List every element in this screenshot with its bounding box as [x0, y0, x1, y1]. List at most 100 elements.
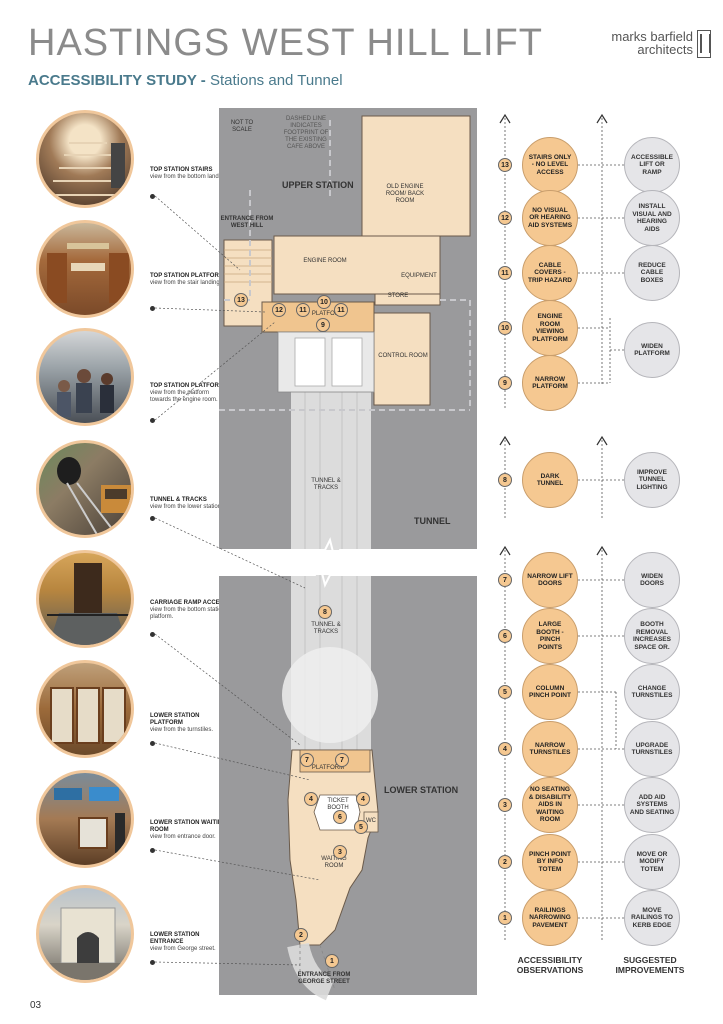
people-photo-icon [57, 369, 114, 417]
tunnel-tracks-lower-label: TUNNEL & TRACKS [311, 622, 341, 635]
obs-badge-4: 4 [498, 742, 512, 756]
plan-scale-note: NOT TO SCALE [230, 120, 254, 133]
observation-4: NARROW TURNSTILES [522, 721, 578, 777]
old-engine-label: OLD ENGINE ROOM/ BACK ROOM [385, 184, 425, 204]
plan-badge-3: 3 [333, 845, 347, 859]
observations-column-label: ACCESSIBILITY OBSERVATIONS [516, 955, 584, 975]
engine-room [273, 235, 441, 295]
photo-lower-waiting [36, 770, 134, 868]
photo-dot-1 [150, 194, 155, 199]
plan-badge-4b: 4 [356, 792, 370, 806]
brand-logo: marks barfield architects [611, 29, 711, 58]
improvement-lift-ramp: ACCESSIBLE LIFT OR RAMP [624, 137, 680, 193]
obs-badge-11: 11 [498, 266, 512, 280]
cafe-footprint-dashed [219, 120, 471, 411]
obs-badge-5: 5 [498, 685, 512, 699]
plan-badge-10: 10 [317, 295, 331, 309]
obs-badge-8: 8 [498, 473, 512, 487]
photo-dot-6 [150, 741, 155, 746]
entrance-path [287, 942, 335, 1001]
plan-badge-11b: 11 [334, 303, 348, 317]
winding-drum-right [331, 337, 363, 387]
waiting-room-photo-icon [54, 787, 125, 853]
photo-top-stairs [36, 110, 134, 208]
improvement-move-railings: MOVE RAILINGS TO KERB EDGE [624, 890, 680, 946]
stair-treads [224, 249, 272, 283]
photo-dot-7 [150, 848, 155, 853]
upper-track-lines [304, 392, 358, 550]
improvement-cable-boxes: REDUCE CABLE BOXES [624, 245, 680, 301]
improvement-widen-doors: WIDEN DOORS [624, 552, 680, 608]
improvement-change-turnstiles: CHANGE TURNSTILES [624, 664, 680, 720]
obs-badge-12: 12 [498, 211, 512, 225]
upper-station-label: UPPER STATION [282, 180, 354, 190]
platform-upper-label: PLATFORM [311, 311, 345, 317]
improvement-upgrade-turnstiles: UPGRADE TURNSTILES [624, 721, 680, 777]
improvements-column-label: SUGGESTED IMPROVEMENTS [615, 955, 685, 975]
plan-badge-2: 2 [294, 928, 308, 942]
page-subtitle: ACCESSIBILITY STUDY - Stations and Tunne… [28, 72, 343, 89]
photo-dot-8 [150, 960, 155, 965]
brand-line1: marks barfield [611, 29, 693, 44]
obs-badge-13: 13 [498, 158, 512, 172]
observation-7: NARROW LIFT DOORS [522, 552, 578, 608]
photo-dot-2 [150, 306, 155, 311]
subtitle-bold: ACCESSIBILITY STUDY - [28, 72, 206, 89]
lower-station-label: LOWER STATION [384, 785, 459, 795]
photo-dot-5 [150, 632, 155, 637]
wc-label: WC [366, 818, 376, 824]
photo-dot-4 [150, 516, 155, 521]
stairs-photo-icon [47, 142, 129, 196]
arrow-heads [499, 113, 608, 556]
improvement-widen-platform: WIDEN PLATFORM [624, 322, 680, 378]
plan-badge-7b: 7 [335, 753, 349, 767]
observation-11: CABLE COVERS - TRIP HAZARD [522, 245, 578, 301]
plan-badge-5: 5 [354, 820, 368, 834]
improvement-visual-aids: INSTALL VISUAL AND HEARING AIDS [624, 190, 680, 246]
photo-tunnel-tracks [36, 440, 134, 538]
improvement-modify-totem: MOVE OR MODIFY TOTEM [624, 834, 680, 890]
obs-badge-10: 10 [498, 321, 512, 335]
plan-badge-9: 9 [316, 318, 330, 332]
observation-8: DARK TUNNEL [522, 452, 578, 508]
plan-badge-13: 13 [234, 293, 248, 307]
improvement-booth-removal: BOOTH REMOVAL INCREASES SPACE OR. [624, 608, 680, 664]
ramp-photo-icon [47, 563, 129, 645]
observation-1: RAILINGS NARROWING PAVEMENT [522, 890, 578, 946]
photo-top-platform-people [36, 328, 134, 426]
brand-line2: architects [637, 42, 693, 57]
subtitle-rest: Stations and Tunnel [205, 72, 343, 89]
doors-photo-icon [50, 687, 126, 744]
plan-badge-4a: 4 [304, 792, 318, 806]
entrance-george-label: ENTRANCE FROM GEORGE STREET [297, 972, 351, 985]
observation-2: PINCH POINT BY INFO TOTEM [522, 834, 578, 890]
obs-badge-6: 6 [498, 629, 512, 643]
observation-13: STAIRS ONLY - NO LEVEL ACCESS [522, 137, 578, 193]
upper-break-line [219, 537, 477, 563]
page-title: HASTINGS WEST HILL LIFT [28, 22, 543, 64]
observation-9: NARROW PLATFORM [522, 355, 578, 411]
photo-top-platform [36, 220, 134, 318]
improvement-tunnel-lighting: IMPROVE TUNNEL LIGHTING [624, 452, 680, 508]
plan-badge-12: 12 [272, 303, 286, 317]
plan-dashed-note: DASHED LINE INDICATES FOOTPRINT OF THE E… [283, 116, 329, 150]
engine-room-label: ENGINE ROOM [303, 258, 347, 264]
entrance-west-hill-label: ENTRANCE FROM WEST HILL [220, 216, 274, 229]
observation-3: NO SEATING & DISABILITY AIDS IN WAITING … [522, 777, 578, 833]
photo-dot-3 [150, 418, 155, 423]
tunnel-label: TUNNEL [414, 516, 451, 526]
tunnel-tracks-upper-label: TUNNEL & TRACKS [311, 478, 341, 491]
plan-badge-11a: 11 [296, 303, 310, 317]
photo-lower-platform [36, 660, 134, 758]
photo-lower-entrance [36, 885, 134, 983]
winding-drum-left [294, 337, 326, 387]
tunnel-photo-icon [57, 457, 131, 535]
observation-12: NO VISUAL OR HEARING AID SYSTEMS [522, 190, 578, 246]
